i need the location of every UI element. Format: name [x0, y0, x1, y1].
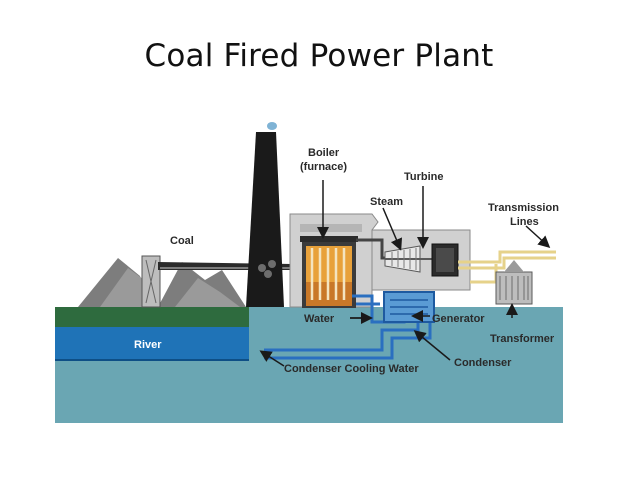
- turbine-label: Turbine: [404, 171, 444, 183]
- boiler-label-line1: Boiler: [308, 147, 340, 159]
- river-bank: [55, 307, 249, 327]
- label-arrows: [259, 180, 551, 367]
- condenser: [383, 291, 435, 323]
- river-label: River: [134, 339, 162, 351]
- turbine: [384, 245, 440, 273]
- boiler-label-line2: (furnace): [300, 161, 347, 173]
- river: [55, 327, 249, 360]
- coal-pile: [78, 258, 246, 307]
- coal-label: Coal: [170, 235, 194, 247]
- transmission-label-line2: Lines: [510, 216, 539, 228]
- water-label: Water: [304, 313, 335, 325]
- transformer-label: Transformer: [490, 333, 555, 345]
- generator: [431, 243, 459, 277]
- condenser-cooling-water-label: Condenser Cooling Water: [284, 363, 419, 375]
- generator-label: Generator: [432, 313, 485, 325]
- slide-title: Coal Fired Power Plant: [144, 38, 494, 74]
- chimney: [246, 122, 284, 307]
- condenser-label: Condenser: [454, 357, 512, 369]
- transformer: [495, 260, 533, 305]
- boiler-furnace: [300, 236, 358, 308]
- transmission-label-line1: Transmission: [488, 202, 559, 214]
- steam-label: Steam: [370, 196, 403, 208]
